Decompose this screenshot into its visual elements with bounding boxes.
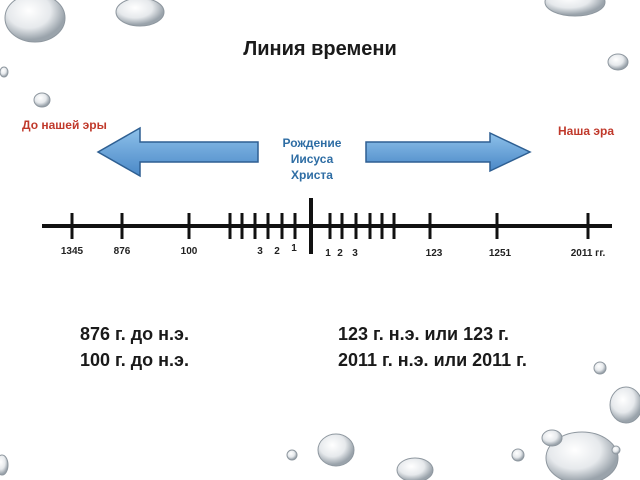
tick-label-1345: 1345 <box>60 246 84 257</box>
tick-label-2011: 2011 гг. <box>570 248 606 259</box>
tick-label-3-bce: 3 <box>257 246 263 257</box>
example-bce-100: 100 г. до н.э. <box>80 350 189 370</box>
drop-icon <box>541 429 563 447</box>
timeline-ticks <box>70 213 590 239</box>
tick-label-1251: 1251 <box>488 248 512 259</box>
drop-icon <box>544 0 606 17</box>
drop-icon <box>609 386 640 424</box>
right-arrow-icon <box>365 131 532 173</box>
drop-icon <box>611 445 621 455</box>
tick-label-2-bce: 2 <box>274 246 280 257</box>
example-bce-876: 876 г. до н.э. <box>80 324 189 344</box>
left-arrow-icon <box>96 126 259 178</box>
tick-label-876: 876 <box>113 246 131 257</box>
page-title: Линия времени <box>243 38 397 60</box>
tick-label-2-ce: 2 <box>337 248 343 259</box>
example-ce-123: 123 г. н.э. или 123 г. <box>338 324 509 344</box>
drop-icon <box>511 448 525 462</box>
tick-label-3-ce: 3 <box>352 248 358 259</box>
birth-line: Рождение <box>282 136 342 150</box>
drop-icon <box>0 454 9 476</box>
drop-icon <box>593 361 607 375</box>
drop-icon <box>115 0 165 27</box>
drop-icon <box>396 457 434 480</box>
birth-line: Христа <box>291 168 333 182</box>
era-before-label: До нашей эры <box>22 118 107 132</box>
era-after-label: Наша эра <box>558 124 614 138</box>
birth-line: Иисуса <box>290 152 334 166</box>
drop-icon <box>33 92 51 108</box>
drop-icon <box>0 66 9 78</box>
drop-icon <box>286 449 298 461</box>
drop-icon <box>317 433 355 467</box>
drop-icon <box>4 0 66 43</box>
birth-of-christ-label: Рождение Иисуса Христа <box>262 135 362 183</box>
drop-icon <box>545 431 619 480</box>
tick-label-100: 100 <box>180 246 198 257</box>
tick-label-1-ce: 1 <box>325 248 331 259</box>
example-ce-2011: 2011 г. н.э. или 2011 г. <box>338 350 527 370</box>
tick-label-123: 123 <box>425 248 443 259</box>
drop-icon <box>607 53 629 71</box>
tick-label-1-bce: 1 <box>291 243 297 254</box>
